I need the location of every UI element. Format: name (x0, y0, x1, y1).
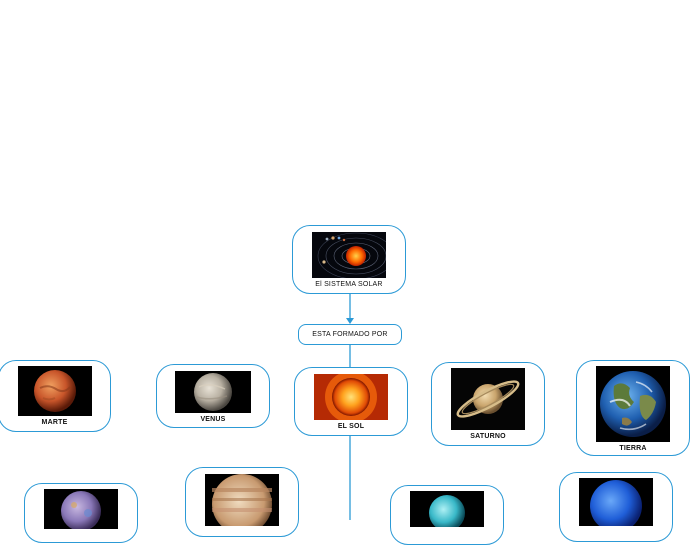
solar-system-orbits-image (312, 232, 386, 278)
saturn-image (451, 368, 525, 430)
connector-lines (346, 293, 354, 520)
venus-image (175, 371, 251, 413)
node-saturno-label: SATURNO (470, 433, 506, 440)
node-el-sol-label: EL SOL (337, 423, 365, 430)
node-tierra-label: TIERRA (619, 445, 647, 452)
jupiter-image (205, 474, 279, 526)
sun-image (314, 374, 388, 420)
node-sistema-solar[interactable]: El SISTEMA SOLAR (292, 225, 406, 294)
mercury-image (44, 489, 118, 529)
node-neptuno[interactable] (559, 472, 673, 542)
node-tierra[interactable]: TIERRA (576, 360, 690, 456)
connector-arrowhead (346, 318, 354, 324)
node-venus-label: VENUS (200, 416, 226, 423)
linking-phrase-label: ESTA FORMADO POR (312, 331, 388, 338)
earth-image (596, 366, 670, 442)
mars-image (17, 366, 92, 416)
node-marte-label: MARTE (41, 419, 68, 426)
uranus-image (410, 491, 484, 527)
node-jupiter[interactable] (185, 467, 299, 537)
node-sistema-solar-label: El SISTEMA SOLAR (315, 281, 383, 288)
node-mercurio[interactable] (24, 483, 138, 543)
node-saturno[interactable]: SATURNO (431, 362, 545, 446)
node-marte[interactable]: MARTE (0, 360, 111, 432)
neptune-image (579, 478, 653, 526)
node-esta-formado-por[interactable]: ESTA FORMADO POR (298, 324, 402, 345)
node-el-sol[interactable]: EL SOL (294, 367, 408, 436)
node-venus[interactable]: VENUS (156, 364, 270, 428)
node-urano[interactable] (390, 485, 504, 545)
